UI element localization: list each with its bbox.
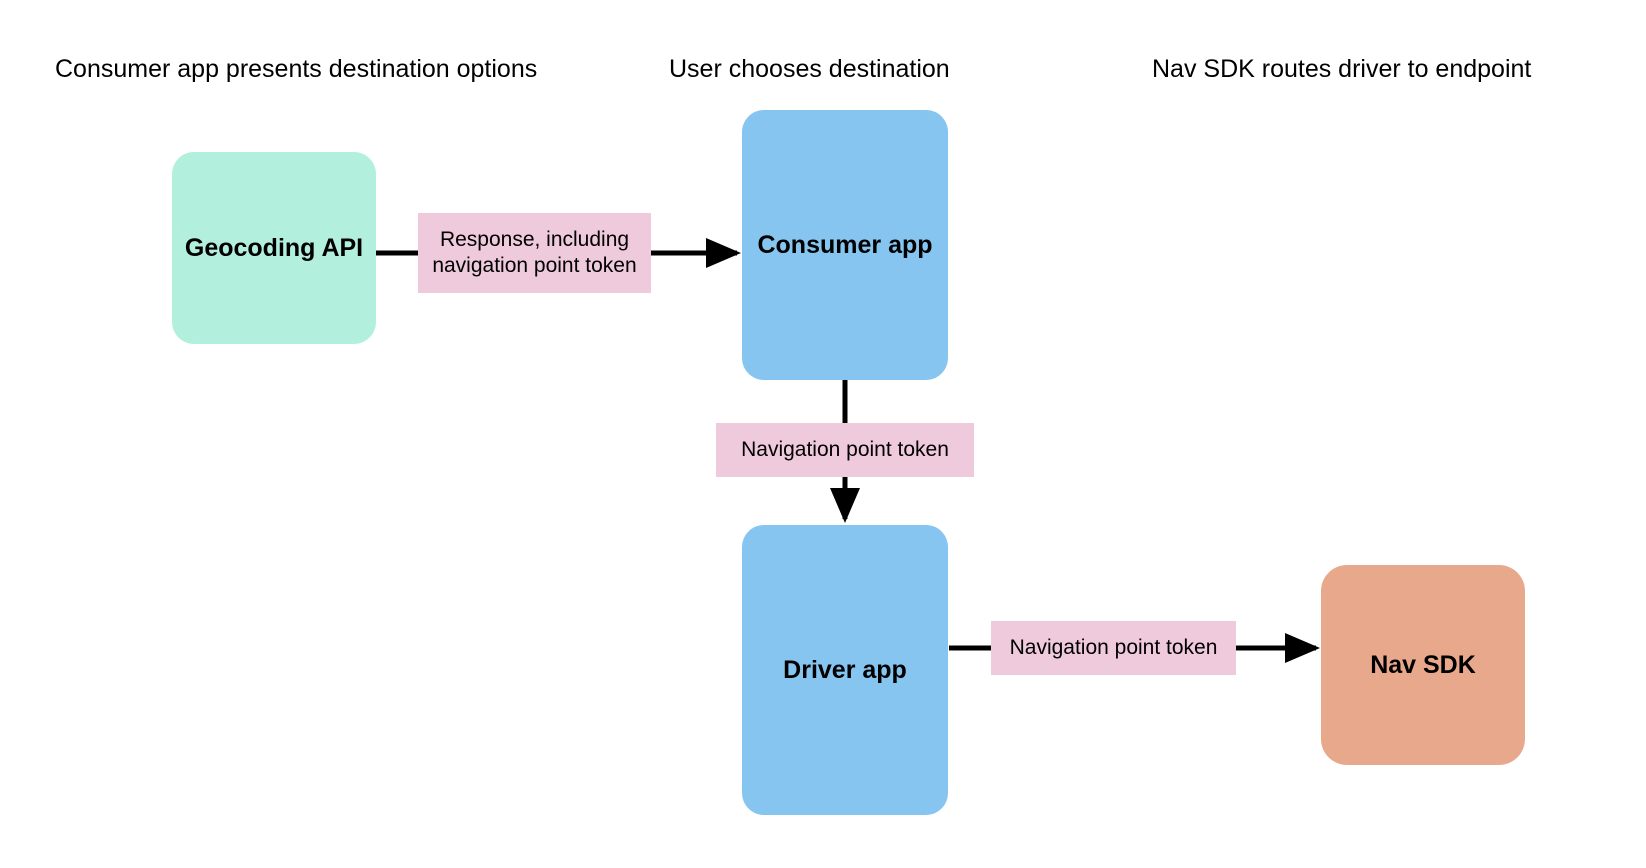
node-consumer-app[interactable]: Consumer app bbox=[742, 110, 948, 380]
edge-label-navigation-point-token-driver-to-navsdk: Navigation point token bbox=[991, 621, 1236, 675]
edge-label-response-including-navigation-point-token: Response, including navigation point tok… bbox=[418, 213, 651, 293]
node-driver-app[interactable]: Driver app bbox=[742, 525, 948, 815]
node-nav-sdk[interactable]: Nav SDK bbox=[1321, 565, 1525, 765]
column-header-user-chooses: User chooses destination bbox=[669, 55, 950, 83]
node-consumer-app-label: Consumer app bbox=[757, 231, 933, 259]
node-geocoding-api[interactable]: Geocoding API bbox=[172, 152, 376, 344]
node-nav-sdk-label: Nav SDK bbox=[1370, 651, 1476, 679]
edge-label-navigation-point-token-text-1: Navigation point token bbox=[741, 438, 949, 461]
edge-label-navigation-point-token-text-2: Navigation point token bbox=[1009, 636, 1218, 659]
edge-label-navigation-point-token-consumer-to-driver: Navigation point token bbox=[716, 423, 974, 477]
column-header-consumer-app: Consumer app presents destination option… bbox=[55, 55, 538, 83]
node-geocoding-api-label: Geocoding API bbox=[184, 234, 364, 262]
column-header-nav-sdk: Nav SDK routes driver to endpoint bbox=[1152, 55, 1532, 83]
node-driver-app-label: Driver app bbox=[783, 656, 907, 684]
edge-label-response-text: Response, including navigation point tok… bbox=[432, 228, 637, 277]
